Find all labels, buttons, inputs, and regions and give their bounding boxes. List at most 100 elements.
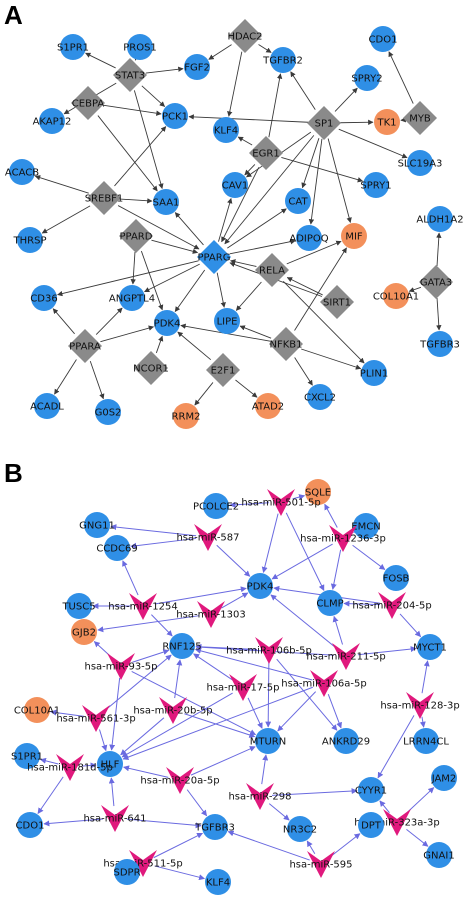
edge-hsa-mir-93-5p-to-hlf xyxy=(109,677,121,751)
node-gng11-shape xyxy=(84,512,110,538)
node-label-gng11: GNG11 xyxy=(79,521,115,532)
node-label-s1pr1: S1PR1 xyxy=(57,43,89,54)
edge-nfkb1-to-mif xyxy=(294,247,347,331)
node-hlf-shape xyxy=(97,751,123,777)
edge-hsa-mir-106b-5p-to-ankrd29 xyxy=(276,658,338,731)
node-label-hsa-mir-181d-5p: hsa-miR-181d-5p xyxy=(27,763,113,774)
edge-hsa-mir-181d-5p-to-cdo1 xyxy=(37,776,64,814)
edge-hsa-mir-93-5p-to-mturn xyxy=(131,671,257,736)
node-sp1-shape xyxy=(307,106,341,140)
node-fosb-shape xyxy=(383,565,409,591)
edge-gata3-to-col10a1 xyxy=(408,286,422,293)
node-label-cat: CAT xyxy=(288,197,308,208)
edge-ppara-to-angptl4 xyxy=(95,307,123,335)
edge-e2f1-to-pdk4 xyxy=(177,331,212,361)
node-label-hsa-mir-211-5p: hsa-miR-211-5p xyxy=(306,652,385,663)
node-hsa-mir-298-shape xyxy=(246,783,274,810)
node-label-plin1: PLIN1 xyxy=(360,369,388,380)
node-nr3c2-shape xyxy=(287,816,313,842)
node-hsa-mir-211-5p-shape xyxy=(332,643,360,670)
node-rela-shape xyxy=(255,253,289,287)
edge-hsa-mir-106a-5p-to-rnf125 xyxy=(194,647,313,681)
edge-hsa-mir-1303-to-pdk4 xyxy=(221,592,249,609)
node-cdo1-shape xyxy=(17,812,43,838)
edge-gata3-to-tgfbr3 xyxy=(436,297,442,331)
node-col10a1-shape xyxy=(383,283,409,309)
edge-stat3-to-fgf2 xyxy=(145,66,184,74)
node-label-pdk4: PDK4 xyxy=(154,319,181,330)
node-cyyr1-shape xyxy=(358,777,384,803)
node-label-tgfbr3: TGFBR3 xyxy=(419,340,460,351)
node-label-saa1: SAA1 xyxy=(153,198,180,209)
node-label-klf4: KLF4 xyxy=(214,126,238,137)
node-label-cxcl2: CXCL2 xyxy=(304,393,336,404)
node-label-g0s2: G0S2 xyxy=(95,408,122,419)
node-saa1-shape xyxy=(153,189,179,215)
node-label-tgfbr3: TGFBR3 xyxy=(194,823,235,834)
edge-ncor1-to-pdk4 xyxy=(155,335,164,354)
edge-hsa-mir-17-5p-to-mturn xyxy=(247,697,263,729)
edge-cebpa-to-saa1 xyxy=(97,115,158,192)
node-rrm2-shape xyxy=(173,403,199,429)
edge-sp1-to-slc19a3 xyxy=(338,128,408,159)
node-stat3-shape xyxy=(113,58,147,92)
node-gnai1-shape xyxy=(426,842,452,868)
edge-hsa-mir-501-5p-to-pcolce2 xyxy=(229,501,270,508)
edge-pparg-to-saa1 xyxy=(174,212,204,246)
edge-hsa-mir-106a-5p-to-ankrd29 xyxy=(327,694,342,729)
node-emcn-shape xyxy=(353,513,379,539)
node-clmp-shape xyxy=(317,590,343,616)
node-rnf125-shape xyxy=(169,633,195,659)
edge-hsa-mir-128-3p-to-cyyr1 xyxy=(377,715,415,779)
edge-pparg-to-cat xyxy=(227,208,287,249)
node-label-hsa-mir-20b-5p: hsa-miR-20b-5p xyxy=(133,706,212,717)
node-jam2-shape xyxy=(431,765,457,791)
edge-ppard-to-pparg xyxy=(151,239,199,254)
edge-cebpa-to-pck1 xyxy=(103,104,162,116)
node-label-adipoq: ADIPOQ xyxy=(289,234,328,245)
node-label-sqle: SQLE xyxy=(305,488,331,499)
node-label-hsa-mir-561-3p: hsa-miR-561-3p xyxy=(56,714,135,725)
node-hsa-mir-20a-5p-shape xyxy=(166,767,194,794)
node-label-ppara: PPARA xyxy=(69,342,101,353)
node-hsa-mir-106b-5p-shape xyxy=(255,637,283,664)
edge-hsa-mir-211-5p-to-myct1 xyxy=(357,646,417,656)
edge-nfkb1-to-cxcl2 xyxy=(294,357,313,386)
node-label-cebpa: CEBPA xyxy=(72,99,105,110)
edge-myb-to-cdo1 xyxy=(388,51,414,104)
node-label-hdac2: HDAC2 xyxy=(227,32,262,43)
edge-hsa-mir-20b-5p-to-hlf xyxy=(120,717,165,756)
node-hsa-mir-204-5p-shape xyxy=(378,592,406,619)
node-hsa-mir-501-5p-shape xyxy=(267,489,295,516)
node-acadl-shape xyxy=(34,393,60,419)
node-tgfbr2-shape xyxy=(270,47,296,73)
node-pck1-shape xyxy=(162,103,188,129)
edge-hsa-mir-211-5p-to-clmp xyxy=(332,615,344,645)
node-lipe-shape xyxy=(214,308,240,334)
node-label-hsa-mir-204-5p: hsa-miR-204-5p xyxy=(352,601,431,612)
edge-srebf1-to-pparg xyxy=(117,205,200,250)
edge-egr1-to-pparg xyxy=(221,167,260,243)
node-pparg-shape xyxy=(197,240,231,274)
node-label-hsa-mir-20a-5p: hsa-miR-20a-5p xyxy=(140,776,219,787)
node-myb-shape xyxy=(403,101,437,135)
edge-sp1-to-tk1 xyxy=(339,119,374,125)
edge-srebf1-to-thrsp xyxy=(41,205,91,234)
node-hsa-mir-1254-shape xyxy=(129,593,157,620)
node-label-rela: RELA xyxy=(259,266,285,277)
edge-sp1-to-pck1 xyxy=(188,114,309,123)
node-hsa-mir-595-shape xyxy=(307,851,335,878)
node-hsa-mir-511-5p-shape xyxy=(129,850,157,877)
node-label-cd36: CD36 xyxy=(30,294,57,305)
node-label-hsa-mir-511-5p: hsa-miR-511-5p xyxy=(103,859,182,870)
node-label-rnf125: RNF125 xyxy=(162,642,201,653)
node-slc19a3-shape xyxy=(407,150,433,176)
node-sdpr-shape xyxy=(114,859,140,885)
edge-hsa-mir-20b-5p-to-rnf125 xyxy=(174,659,183,699)
node-label-col10a1: COL10A1 xyxy=(373,292,419,303)
node-label-hsa-mir-298: hsa-miR-298 xyxy=(228,792,291,803)
edge-hsa-mir-298-to-nr3c2 xyxy=(268,803,290,821)
edge-sp1-to-adipoq xyxy=(308,138,323,225)
edge-nfkb1-to-lipe xyxy=(239,325,272,339)
node-cxcl2-shape xyxy=(307,384,333,410)
